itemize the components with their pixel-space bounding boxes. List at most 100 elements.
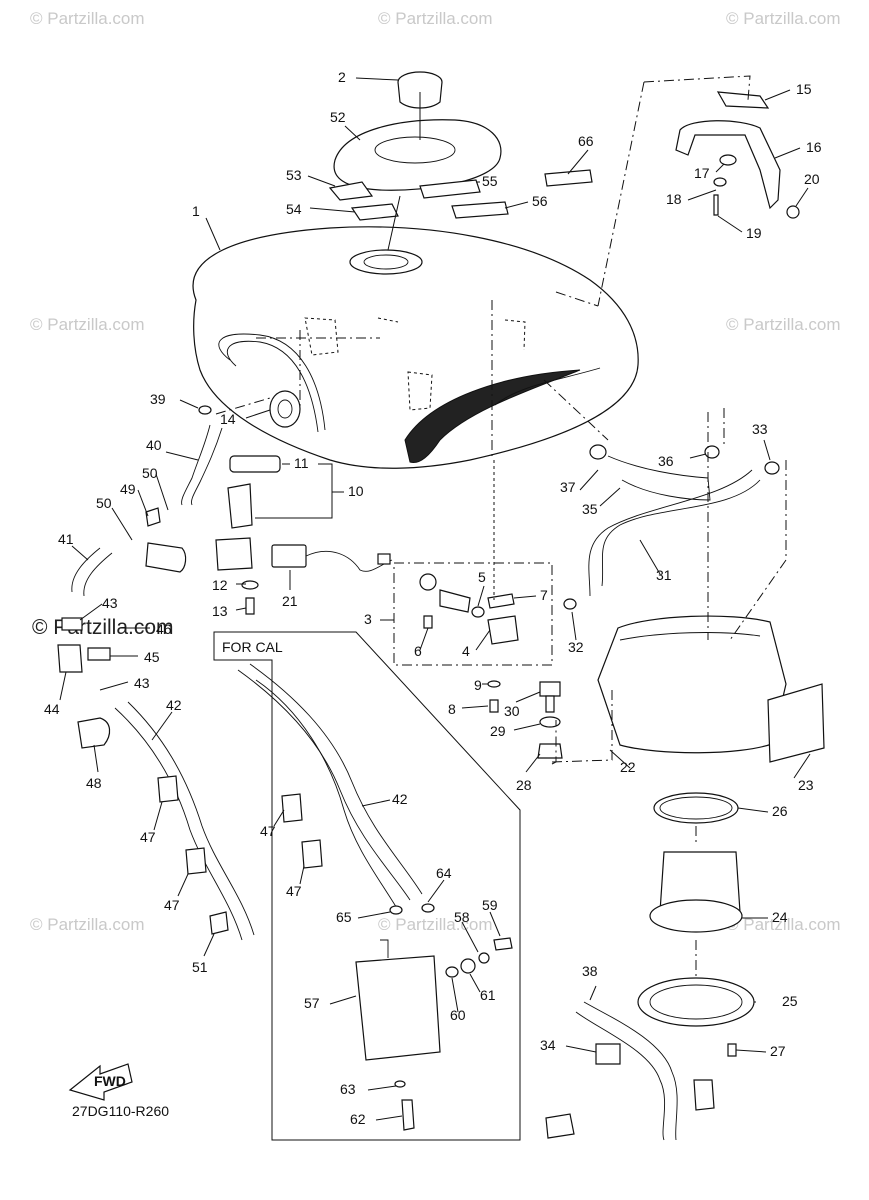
- callout-6: 6: [414, 643, 422, 659]
- callout-47: 47: [140, 829, 156, 845]
- forward-arrow: FWD: [68, 1063, 133, 1101]
- callout-7: 7: [540, 587, 548, 603]
- callout-53: 53: [286, 167, 302, 183]
- callout-26: 26: [772, 803, 788, 819]
- callout-31: 31: [656, 567, 672, 583]
- callout-19: 19: [746, 225, 762, 241]
- watermarks: © Partzilla.com © Partzilla.com © Partzi…: [30, 9, 841, 934]
- callout-24: 24: [772, 909, 788, 925]
- callout-43: 43: [102, 595, 118, 611]
- callout-54: 54: [286, 201, 302, 217]
- callout-38: 38: [582, 963, 598, 979]
- left-hoses: [57, 333, 326, 941]
- watermark: © Partzilla.com: [726, 9, 841, 28]
- watermark: © Partzilla.com: [378, 915, 493, 934]
- fwd-label: FWD: [94, 1073, 126, 1089]
- right-hoses: [563, 444, 780, 610]
- callout-35: 35: [582, 501, 598, 517]
- callout-14: 14: [220, 411, 236, 427]
- callout-12: 12: [212, 577, 228, 593]
- callout-30: 30: [504, 703, 520, 719]
- callout-18: 18: [666, 191, 682, 207]
- for-cal-label: FOR CAL: [222, 639, 283, 655]
- fuel-tank: [192, 226, 639, 469]
- callout-63: 63: [340, 1081, 356, 1097]
- callout-2: 2: [338, 69, 346, 85]
- callout-49: 49: [120, 481, 136, 497]
- callout-44: 44: [44, 701, 60, 717]
- callout-5: 5: [478, 569, 486, 585]
- callout-25: 25: [782, 993, 798, 1009]
- callout-58: 58: [454, 909, 470, 925]
- callout-51: 51: [192, 959, 208, 975]
- callout-28: 28: [516, 777, 532, 793]
- watermark-dark: © Partzilla.com: [32, 616, 174, 639]
- diagram-code: 27DG110-R260: [72, 1103, 169, 1119]
- callout-34: 34: [540, 1037, 556, 1053]
- callout-65: 65: [336, 909, 352, 925]
- callout-10: 10: [348, 483, 364, 499]
- callout-47: 47: [286, 883, 302, 899]
- callout-numbers: 2 52 53 54 55 56 66 1 15 16 17 18 19 20 …: [44, 69, 822, 1127]
- callout-52: 52: [330, 109, 346, 125]
- callout-36: 36: [658, 453, 674, 469]
- callout-40: 40: [146, 437, 162, 453]
- callout-41: 41: [58, 531, 74, 547]
- callout-60: 60: [450, 1007, 466, 1023]
- callout-32: 32: [568, 639, 584, 655]
- bolts: [537, 681, 563, 759]
- assembly-lines: [215, 75, 787, 980]
- watermark: © Partzilla.com: [378, 9, 493, 28]
- fuel-cock-assembly: [393, 460, 553, 713]
- callout-47: 47: [260, 823, 276, 839]
- leader-lines: [59, 77, 811, 1121]
- callout-1: 1: [192, 203, 200, 219]
- callout-57: 57: [304, 995, 320, 1011]
- callout-15: 15: [796, 81, 812, 97]
- callout-59: 59: [482, 897, 498, 913]
- fuel-sender-assembly: [145, 390, 393, 615]
- bracket-assembly: [675, 91, 800, 219]
- callout-46: 46: [156, 621, 172, 637]
- callout-56: 56: [532, 193, 548, 209]
- fuel-pump-assembly: [545, 615, 825, 1141]
- watermark: © Partzilla.com: [30, 915, 145, 934]
- callout-43: 43: [134, 675, 150, 691]
- callout-23: 23: [798, 777, 814, 793]
- callout-50: 50: [142, 465, 158, 481]
- callout-4: 4: [462, 643, 470, 659]
- callout-29: 29: [490, 723, 506, 739]
- callout-21: 21: [282, 593, 298, 609]
- callout-42: 42: [166, 697, 182, 713]
- callout-62: 62: [350, 1111, 366, 1127]
- callout-33: 33: [752, 421, 768, 437]
- callout-27: 27: [770, 1043, 786, 1059]
- callout-16: 16: [806, 139, 822, 155]
- tank-cap-assembly: [328, 71, 593, 251]
- callout-66: 66: [578, 133, 594, 149]
- watermark: © Partzilla.com: [30, 9, 145, 28]
- callout-22: 22: [620, 759, 636, 775]
- callout-45: 45: [144, 649, 160, 665]
- callout-17: 17: [694, 165, 710, 181]
- callout-64: 64: [436, 865, 452, 881]
- watermark: © Partzilla.com: [30, 315, 145, 334]
- callout-47: 47: [164, 897, 180, 913]
- callout-39: 39: [150, 391, 166, 407]
- callout-8: 8: [448, 701, 456, 717]
- callout-48: 48: [86, 775, 102, 791]
- callout-37: 37: [560, 479, 576, 495]
- callout-55: 55: [482, 173, 498, 189]
- callout-20: 20: [804, 171, 820, 187]
- watermark: © Partzilla.com: [726, 915, 841, 934]
- for-cal-section: FOR CAL: [213, 631, 521, 1141]
- callout-3: 3: [364, 611, 372, 627]
- callout-13: 13: [212, 603, 228, 619]
- callout-11: 11: [294, 455, 309, 471]
- callout-61: 61: [480, 987, 496, 1003]
- callout-42: 42: [392, 791, 408, 807]
- callout-50: 50: [96, 495, 112, 511]
- callout-9: 9: [474, 677, 482, 693]
- watermark: © Partzilla.com: [726, 315, 841, 334]
